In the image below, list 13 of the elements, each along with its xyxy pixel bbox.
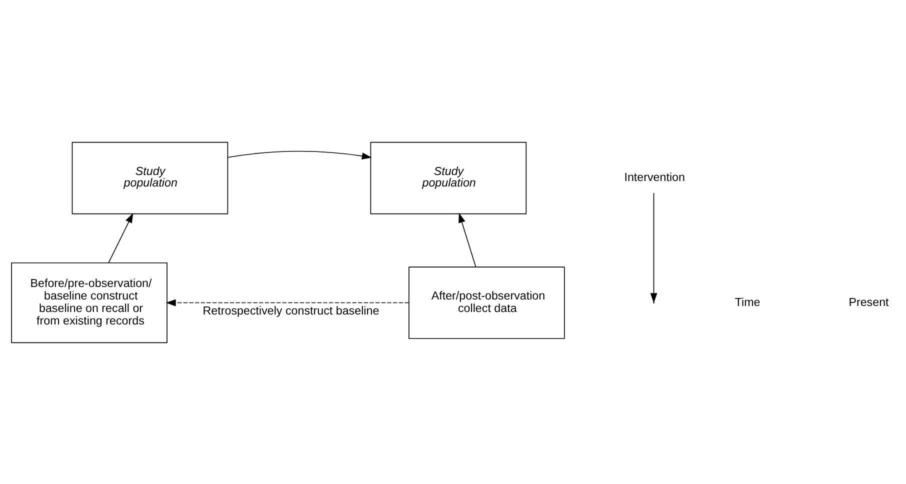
- label: Present: [848, 295, 889, 308]
- arrow: [166, 298, 410, 306]
- edge-label: Retrospectively construct baseline: [202, 304, 380, 318]
- arrow: [458, 212, 476, 267]
- node-box: Study population: [72, 141, 228, 214]
- label: Time: [734, 295, 760, 308]
- node-box: Study population: [370, 141, 527, 214]
- node-box: Before/pre-observation/ baseline construct baseline on recall or from existing records: [11, 262, 168, 343]
- arrow: [227, 150, 372, 159]
- arrow: [650, 192, 658, 303]
- node-box: After/post-observation collect data: [408, 266, 565, 338]
- arrow: [108, 212, 134, 263]
- node-text: Intervention: [624, 170, 686, 184]
